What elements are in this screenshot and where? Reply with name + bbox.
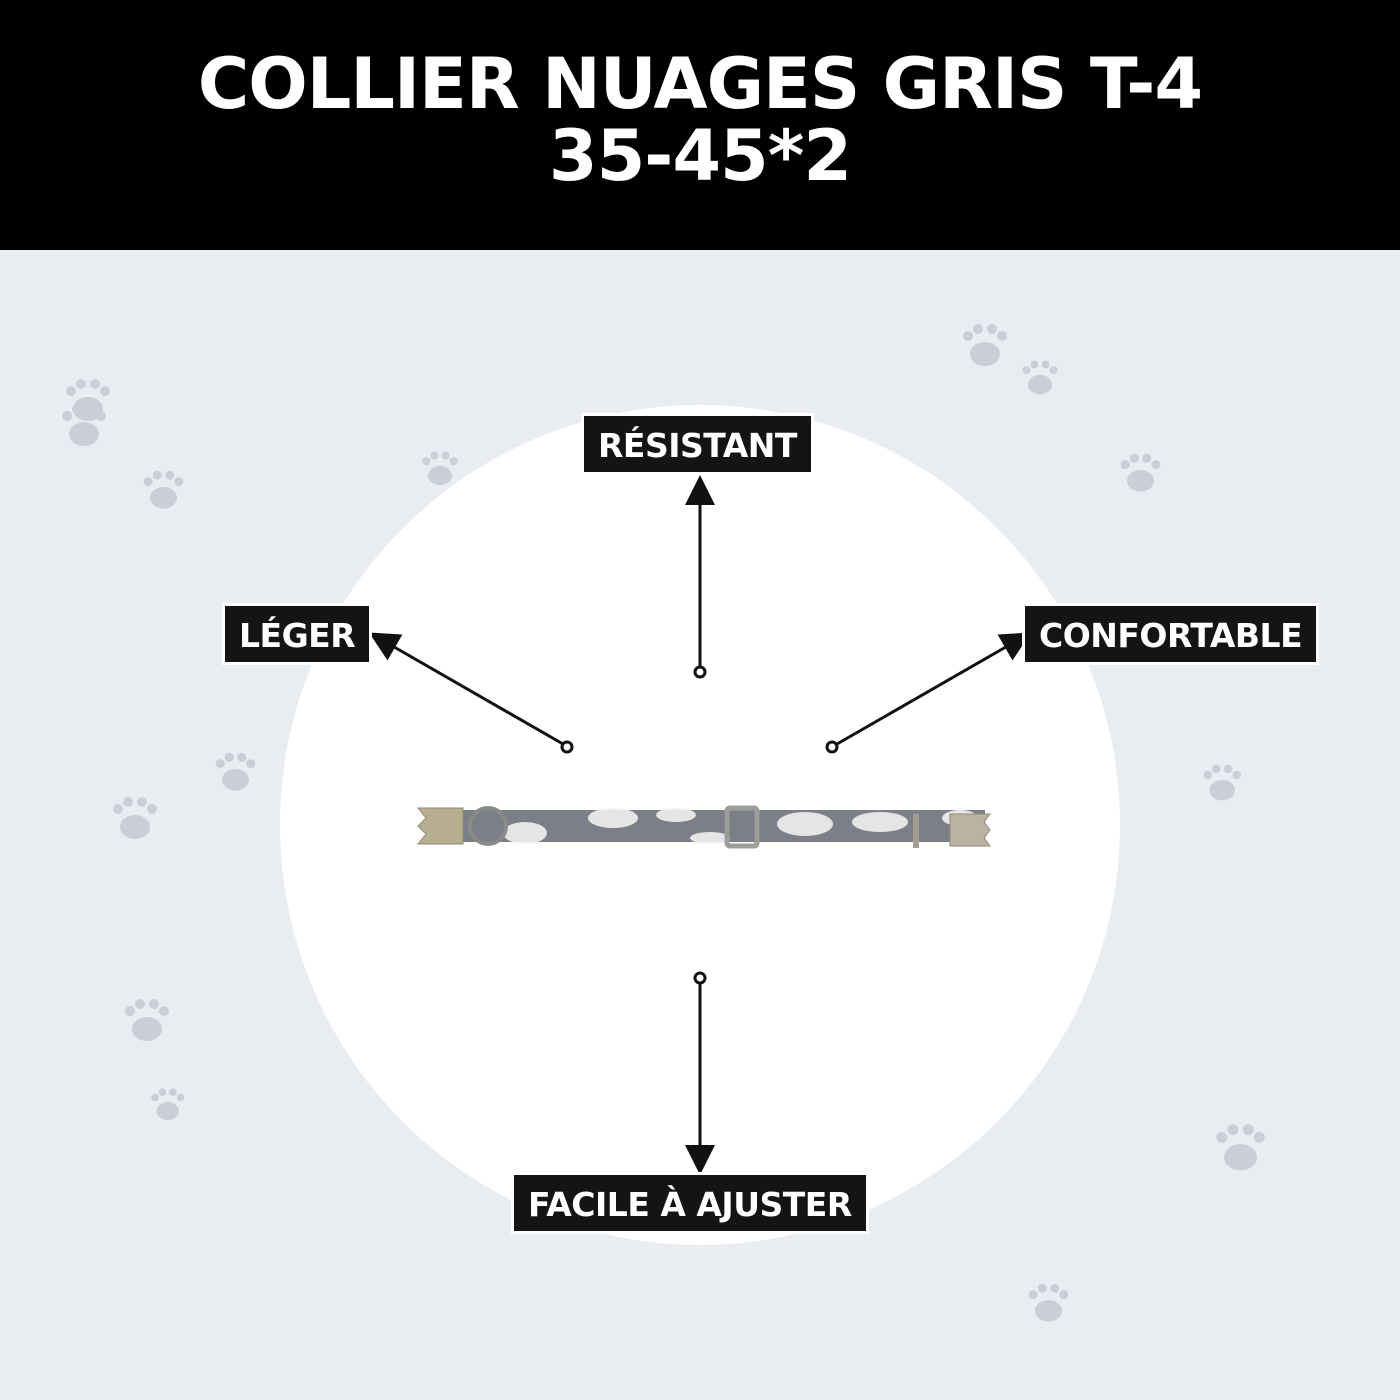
feature-label-facile-a-ajuster: FACILE À AJUSTER (511, 1172, 869, 1234)
feature-label-resistant: RÉSISTANT (581, 413, 814, 475)
paw-print-icon (125, 999, 169, 1041)
anchor-dot-left (560, 740, 574, 754)
paw-print-icon (1028, 1284, 1068, 1322)
paw-print-icon (1215, 1123, 1265, 1171)
arrow-left (368, 632, 564, 746)
paw-print-icon (113, 797, 157, 839)
anchor-dot-right (825, 740, 839, 754)
anchor-dot-bottom (693, 971, 707, 985)
paw-print-icon (422, 451, 458, 485)
header-banner: COLLIER NUAGES GRIS T-4 35-45*2 (0, 0, 1400, 250)
title-line-1: COLLIER NUAGES GRIS T-4 (197, 43, 1203, 125)
arrow-right (836, 632, 1032, 746)
anchor-dot-top (693, 665, 707, 679)
paw-print-icon (1022, 360, 1058, 394)
feature-label-leger: LÉGER (222, 603, 373, 665)
paw-print-icon (963, 324, 1007, 366)
product-title: COLLIER NUAGES GRIS T-4 35-45*2 (0, 48, 1400, 192)
paw-print-icon (1120, 454, 1160, 492)
paw-print-icon (151, 1088, 185, 1120)
paw-print-icon (215, 753, 255, 791)
paw-print-icon (1203, 765, 1241, 801)
feature-label-confortable: CONFORTABLE (1022, 603, 1320, 665)
paw-print-icon (143, 471, 183, 509)
title-line-2: 35-45*2 (548, 115, 852, 197)
paw-print-icon (62, 404, 106, 446)
